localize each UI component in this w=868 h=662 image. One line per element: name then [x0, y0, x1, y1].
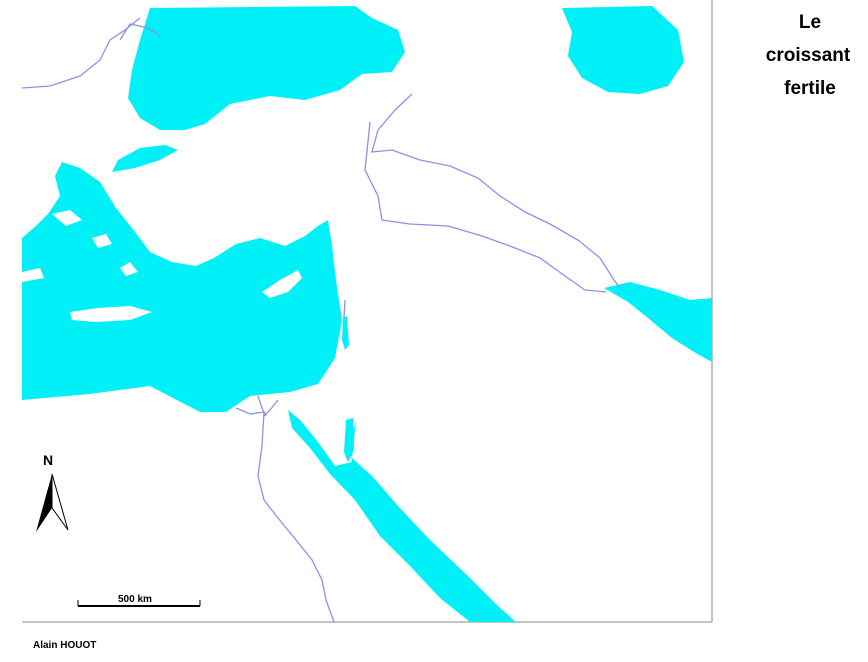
river-jordan [343, 299, 346, 319]
sea-of-marmara [112, 145, 178, 172]
caspian-sea [562, 6, 684, 94]
red-sea [288, 410, 516, 622]
cyprus-island [262, 270, 302, 298]
aegean-island-4 [22, 268, 44, 282]
dead-sea [342, 316, 349, 350]
nile-delta-3 [263, 399, 279, 417]
river-tigris [371, 93, 621, 289]
author-credit: Alain HOUOT [33, 640, 97, 651]
map-title-line-2: croissant [765, 45, 851, 66]
persian-gulf [604, 282, 712, 362]
aegean-island-1 [52, 210, 82, 226]
river-nile [257, 411, 335, 623]
river-euphrates [364, 121, 607, 293]
gulf-of-aqaba [344, 418, 354, 462]
map-title-line-1: Le [798, 12, 822, 33]
nile-delta-1 [235, 407, 265, 415]
river-northern [119, 23, 161, 41]
nile-delta-2 [257, 395, 267, 417]
scale-label: 500 km [118, 594, 152, 605]
map-title-line-3: fertile [784, 78, 836, 99]
aegean-island-2 [92, 234, 112, 248]
mediterranean-sea [22, 162, 342, 412]
river-danube [21, 17, 141, 89]
north-label: N [43, 452, 54, 468]
crete-island [70, 306, 152, 322]
aegean-island-3 [120, 262, 138, 276]
black-sea [128, 6, 405, 130]
north-arrow-icon [36, 473, 69, 532]
